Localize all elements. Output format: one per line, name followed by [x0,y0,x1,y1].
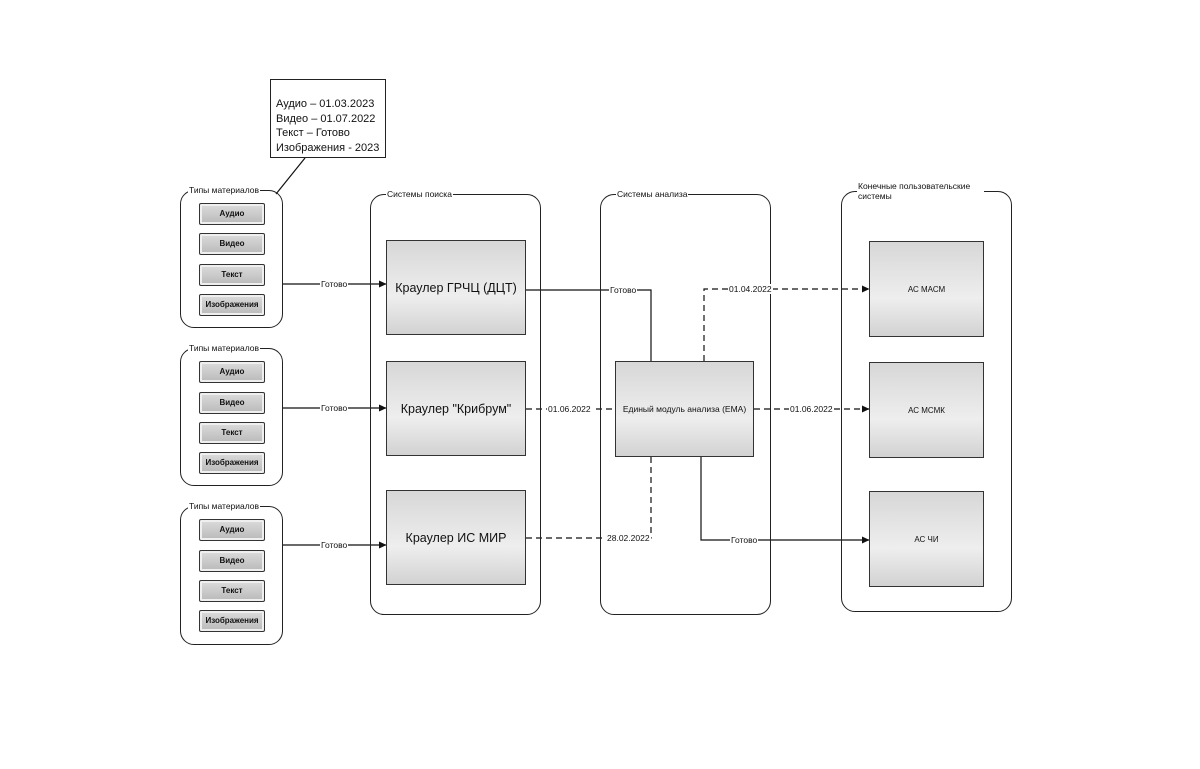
material-video: Видео [199,233,265,255]
material-text: Текст [199,580,265,602]
material-images: Изображения [199,610,265,632]
system-chi: АС ЧИ [869,491,984,587]
crawler-ismir: Краулер ИС МИР [386,490,526,585]
note-line: Изображения - 2023 [276,141,380,154]
materials-group-title: Типы материалов [188,501,261,511]
analysis-systems-title: Системы анализа [616,189,689,199]
material-audio: Аудио [199,519,265,541]
edge-ismir-ema [526,457,652,539]
edge-ema-masm [703,285,870,361]
material-audio: Аудио [199,361,265,383]
search-systems-title: Системы поиска [386,189,453,199]
system-masm: АС МАСМ [869,241,984,337]
note-callout-line [275,157,306,195]
note-line: Аудио – 01.03.2023 [276,98,375,110]
edge-label: 28.02.2022 [606,533,651,543]
crawler-kribrum: Краулер "Крибрум" [386,361,526,456]
edge-label: Готово [320,403,349,413]
material-video: Видео [199,392,265,414]
edge-label: Готово [609,285,638,295]
ema-module: Единый модуль анализа (ЕМА) [615,361,754,457]
edge-label: Готово [320,540,349,550]
note-line: Текст – Готово [276,127,350,139]
edge-label: 01.06.2022 [789,404,834,414]
material-video: Видео [199,550,265,572]
edge-label: Готово [730,535,759,545]
end-user-systems-title: Конечные пользовательские системы [857,181,984,201]
material-images: Изображения [199,452,265,474]
status-note: Аудио – 01.03.2023 Видео – 01.07.2022 Те… [270,79,386,158]
materials-group-title: Типы материалов [188,185,261,195]
note-line: Видео – 01.07.2022 [276,112,376,125]
material-audio: Аудио [199,203,265,225]
edge-label: 01.06.2022 [547,404,592,414]
crawler-grchc: Краулер ГРЧЦ (ДЦТ) [386,240,526,335]
edge-grchc-ema [526,289,652,361]
material-text: Текст [199,422,265,444]
system-msmk: АС МСМК [869,362,984,458]
edge-ema-chi [700,457,870,544]
edge-label: 01.04.2022 [728,284,773,294]
material-text: Текст [199,264,265,286]
material-images: Изображения [199,294,265,316]
edge-label: Готово [320,279,349,289]
search-systems-group [370,194,541,615]
materials-group-title: Типы материалов [188,343,261,353]
